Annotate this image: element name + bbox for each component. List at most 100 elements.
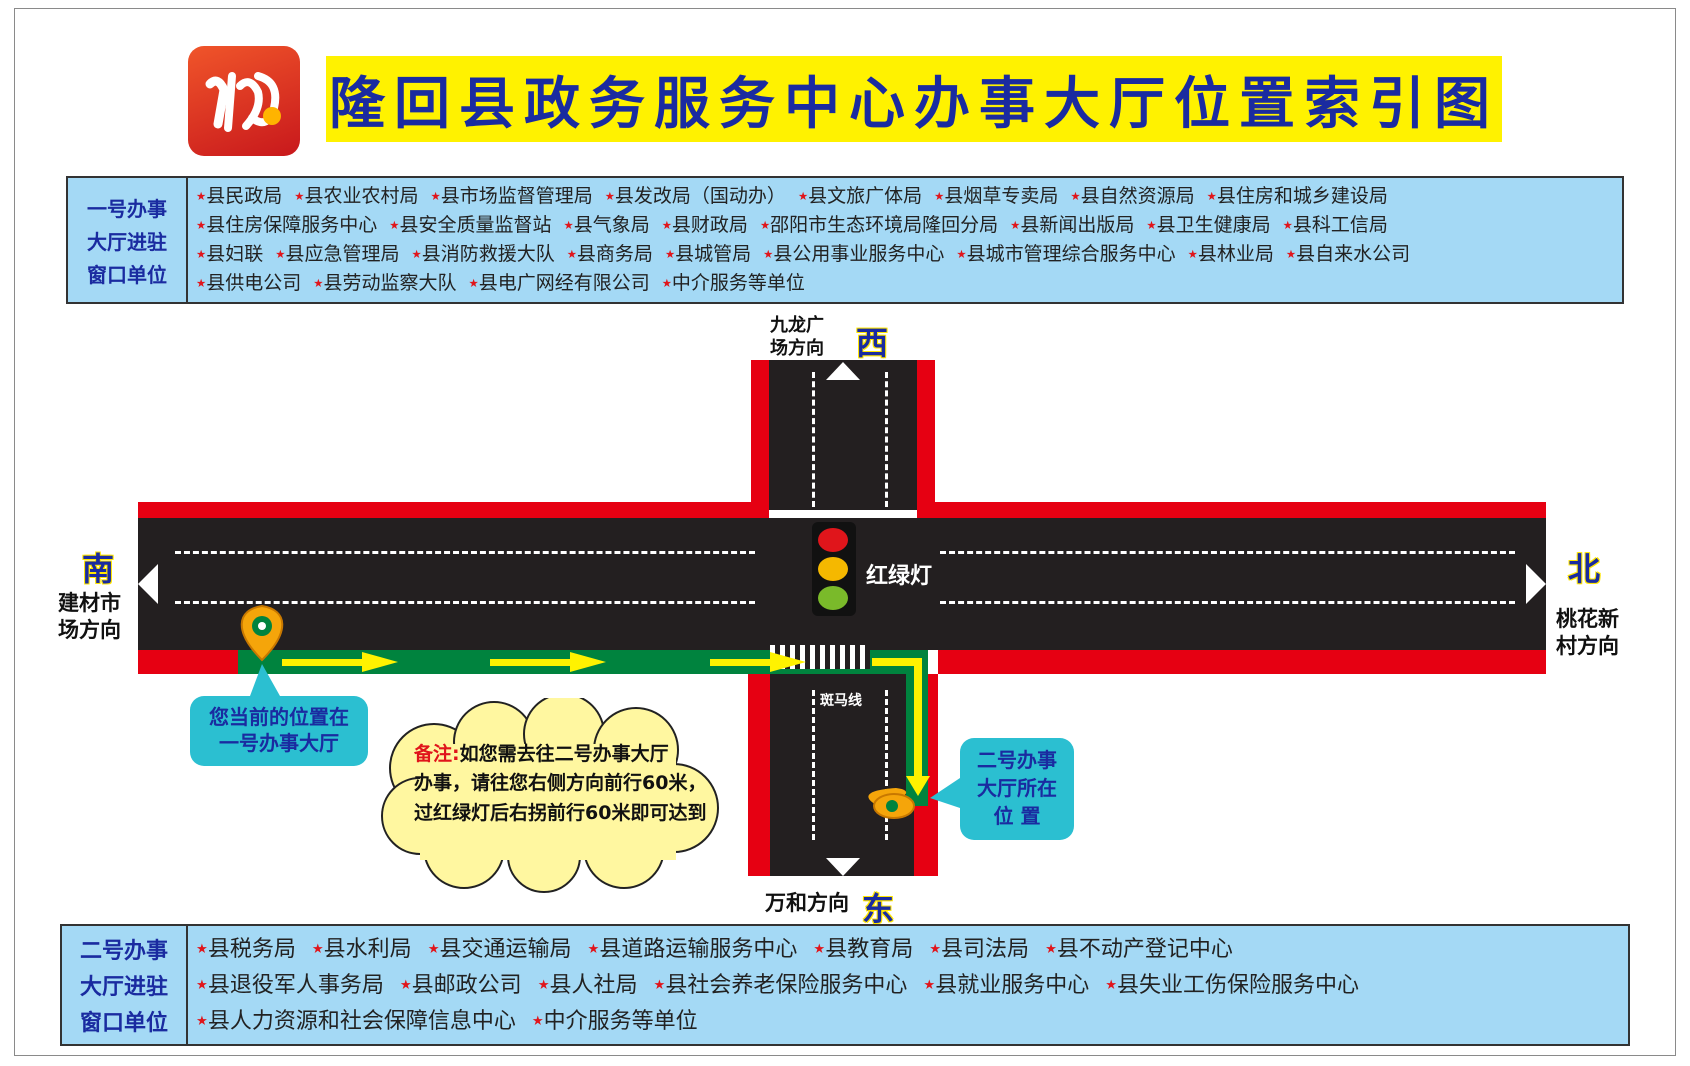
border-frame [14,8,1676,1056]
green-lamp-icon [818,586,848,610]
north-arrow-icon [1526,564,1546,604]
hall2-unit: ★县司法局 [929,932,1029,968]
star-icon: ★ [1285,247,1297,261]
hall2-unit-name: 县司法局 [941,937,1030,962]
hall2-row: ★县人力资源和社会保障信息中心★中介服务等单位 [196,1004,1628,1040]
star-icon: ★ [537,978,550,993]
hall1-unit-name: 县自然资源局 [1080,185,1195,207]
star-icon: ★ [653,978,666,993]
hall1-unit: ★县应急管理局 [275,240,399,269]
hall2-heading-line: 二号办事 [79,939,168,964]
hall2-unit: ★县就业服务中心 [923,968,1089,1004]
star-icon: ★ [566,247,577,261]
curb-west-road-right [917,360,935,502]
hall1-unit-name: 县烟草专卖局 [944,185,1059,207]
hall1-unit: ★县林业局 [1188,240,1274,269]
hall1-unit: ★县自来水公司 [1286,240,1410,269]
hall1-unit-name: 县新闻出版局 [1020,214,1135,236]
hall2-location-callout: 二号办事 大厅所在 位 置 [960,738,1074,840]
hall2-unit: ★县不动产登记中心 [1045,932,1233,968]
hall1-unit: ★县电广网经有限公司 [468,269,649,298]
hall2-unit-name: 县退役军人事务局 [207,973,384,998]
star-icon: ★ [661,276,672,290]
star-icon: ★ [411,247,422,261]
hall2-unit-name: 县水利局 [323,937,412,962]
hall1-unit: ★县民政局 [196,182,282,211]
west-arrow-icon [826,362,860,380]
hall1-unit-name: 县住房和城乡建设局 [1216,185,1388,207]
hall1-unit-name: 县电广网经有限公司 [478,272,650,294]
star-icon: ★ [923,978,936,993]
hall1-unit: ★县妇联 [196,240,263,269]
hall1-unit: ★县城市管理综合服务中心 [956,240,1175,269]
hall2-unit-list: ★县税务局★县水利局★县交通运输局★县道路运输服务中心★县教育局★县司法局★县不… [190,926,1628,1044]
hall1-panel-heading: 一号办事 大厅进驻 窗口单位 [68,178,188,302]
south-destination-line: 建材市 [58,591,121,615]
hall2-unit-name: 县税务局 [207,937,296,962]
star-icon: ★ [929,942,942,957]
star-icon: ★ [294,189,305,203]
traffic-light-icon [812,522,856,616]
hall2-unit-name: 县人社局 [549,973,638,998]
hall2-location-line: 大厅所在 [977,776,1057,800]
hall1-unit: ★县消防救援大队 [411,240,554,269]
hall1-unit: ★县自然资源局 [1070,182,1194,211]
hall1-unit: ★县文旅广体局 [798,182,922,211]
star-icon: ★ [468,276,479,290]
hall1-heading-line: 大厅进驻 [87,229,167,254]
star-icon: ★ [313,276,324,290]
star-icon: ★ [797,189,809,203]
star-icon: ★ [1105,978,1118,993]
star-icon: ★ [1070,189,1081,203]
note-line: 过红绿灯后右拐前行60米即可达到 [414,801,707,824]
star-icon: ★ [196,942,208,957]
star-icon: ★ [763,247,774,261]
hall1-unit: ★县新闻出版局 [1010,211,1134,240]
hall1-unit-name: 县民政局 [206,185,283,207]
hall1-unit-name: 县市场监督管理局 [440,185,593,207]
star-icon: ★ [1206,189,1217,203]
current-location-line: 一号办事大厅 [219,731,339,755]
hall1-unit-name: 县劳动监察大队 [323,272,457,294]
hall2-unit-name: 县不动产登记中心 [1056,937,1233,962]
hall1-unit-name: 县住房保障服务中心 [206,214,378,236]
hall1-unit-name: 中介服务等单位 [671,272,805,294]
east-label: 东 [862,890,895,928]
yellow-lamp-icon [818,557,848,581]
hall2-unit: ★县水利局 [312,932,412,968]
lane-marking [175,551,755,554]
hall1-unit-name: 县卫生健康局 [1156,214,1271,236]
title-banner: 隆回县政务服务中心办事大厅位置索引图 [326,56,1502,142]
south-destination: 建材市 场方向 [58,590,121,645]
west-road [769,360,917,510]
curb-west-road-left [751,360,769,502]
current-location-pin-icon [240,604,284,662]
hall1-unit: ★县安全质量监督站 [389,211,551,240]
star-icon: ★ [275,247,286,261]
hall2-unit-name: 县失业工伤保险服务中心 [1117,973,1360,998]
hall2-unit: ★县人力资源和社会保障信息中心 [196,1004,516,1040]
lane-marking [175,601,755,604]
north-label: 北 [1568,550,1601,588]
west-destination: 九龙广 场方向 [770,314,824,361]
hall1-unit-name: 县安全质量监督站 [399,214,552,236]
hall1-heading-line: 一号办事 [87,196,167,221]
hall1-unit: ★县住房和城乡建设局 [1207,182,1388,211]
star-icon: ★ [759,218,771,232]
star-icon: ★ [389,218,400,232]
star-icon: ★ [196,218,207,232]
turn-arrow-icon [872,658,922,778]
hall1-unit-name: 县城市管理综合服务中心 [966,243,1176,265]
star-icon: ★ [587,942,600,957]
hall1-unit-name: 县消防救援大队 [421,243,555,265]
lane-marking [885,372,888,507]
hall2-panel-heading: 二号办事 大厅进驻 窗口单位 [62,926,188,1044]
hall1-unit-name: 县农业农村局 [304,185,419,207]
hall2-unit: ★县退役军人事务局 [196,968,384,1004]
logo-icon [188,46,300,156]
current-location-line: 您当前的位置在 [209,705,349,729]
hall1-unit-name: 县妇联 [206,243,264,265]
star-icon: ★ [196,247,207,261]
hall1-unit-name: 县气象局 [573,214,650,236]
